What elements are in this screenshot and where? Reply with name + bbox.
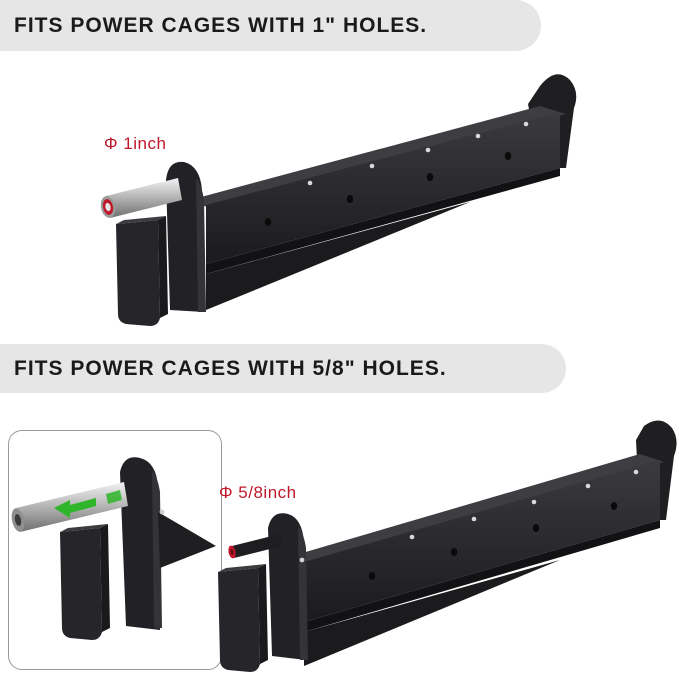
top-arm-pin [100,178,182,218]
tube-top-hole [425,147,431,153]
top-banner-text: FITS POWER CAGES WITH 1" HOLES. [14,13,428,37]
bottom-arm-tube [292,454,664,666]
insert-direction-arrow-icon [54,498,96,518]
tube-side-hole [450,548,458,556]
top-arm-tube [190,106,566,310]
tube-top-hole [585,483,591,489]
bottom-banner-text: FITS POWER CAGES WITH 5/8" HOLES. [14,356,447,380]
tube-side-hole [610,502,618,510]
top-pin-diameter-label: Φ 1inch [104,134,167,153]
inset-arm-bracket [60,524,110,640]
tube-top-hole [409,534,415,540]
tube-side-hole [346,195,354,203]
inset-arm-plate [120,457,216,630]
tube-top-hole [471,516,477,522]
tube-top-hole [633,469,639,475]
tube-top-hole [523,121,529,127]
tube-side-hole [368,572,376,580]
tube-top-hole [475,133,481,139]
tube-side-hole [426,173,434,181]
top-feature-banner: FITS POWER CAGES WITH 1" HOLES. [0,0,541,51]
tube-top-hole [369,163,375,169]
tube-top-hole [531,499,537,505]
tube-side-hole [264,218,272,226]
bottom-arm-pin [228,534,282,559]
tube-side-hole [504,152,512,160]
inset-adapter-pin [11,482,128,532]
bottom-arm-front-plate [268,513,308,660]
tube-top-hole [307,180,313,186]
bottom-feature-banner: FITS POWER CAGES WITH 5/8" HOLES. [0,344,566,393]
top-arm-bracket [116,216,168,326]
tube-side-hole [532,524,540,532]
bottom-pin-diameter-label: Φ 5/8inch [219,483,297,502]
bottom-arm-bracket [218,564,268,672]
